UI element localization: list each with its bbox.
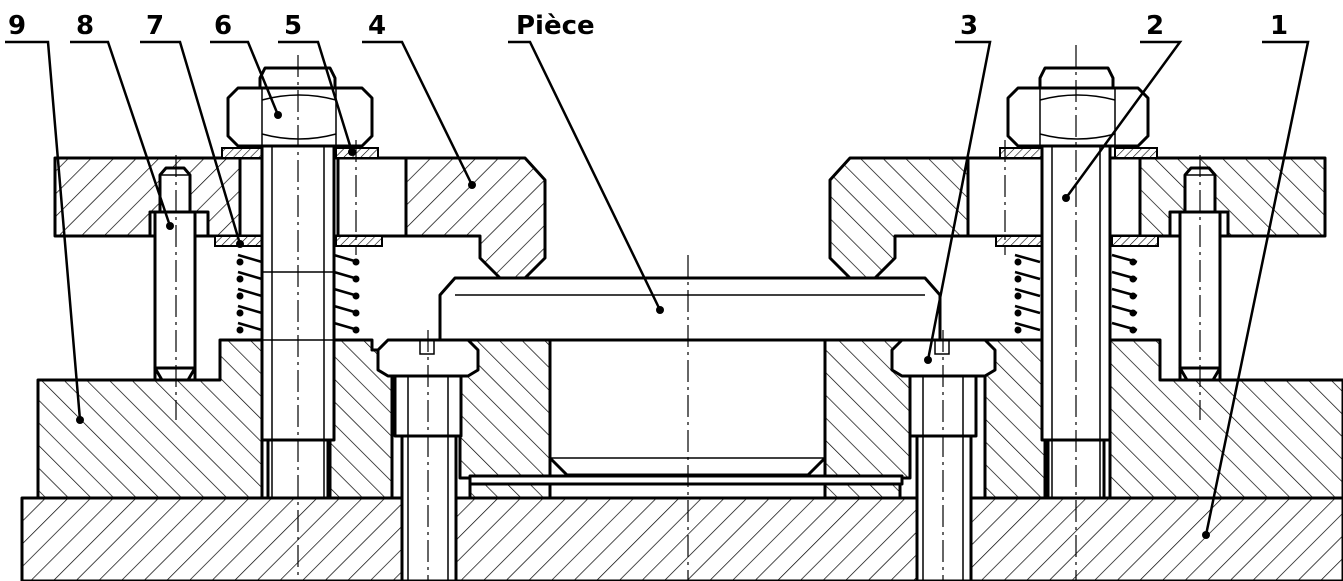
label-part-8: 8 <box>76 11 94 41</box>
spring-left <box>236 253 360 334</box>
support-body <box>36 338 1343 500</box>
spring-right <box>1014 253 1138 334</box>
label-part-4: 4 <box>368 11 386 41</box>
label-workpiece: Pièce <box>516 11 595 41</box>
center-axes <box>175 45 1201 581</box>
leader-lines <box>5 40 1310 539</box>
label-part-7: 7 <box>146 11 164 41</box>
shim-plate <box>468 474 904 486</box>
base-plate <box>20 496 1343 581</box>
cap-screw-right <box>890 338 997 581</box>
label-part-6: 6 <box>214 11 232 41</box>
part-labels: 9 8 7 6 5 4 Pièce 3 2 1 <box>8 11 1288 41</box>
label-part-5: 5 <box>284 11 302 41</box>
label-part-3: 3 <box>960 11 978 41</box>
hex-nut-right <box>1006 66 1150 148</box>
locating-pin-left <box>153 166 197 382</box>
label-part-1: 1 <box>1270 11 1288 41</box>
label-part-2: 2 <box>1146 11 1164 41</box>
label-part-9: 9 <box>8 11 26 41</box>
hex-nut-left <box>226 66 374 148</box>
